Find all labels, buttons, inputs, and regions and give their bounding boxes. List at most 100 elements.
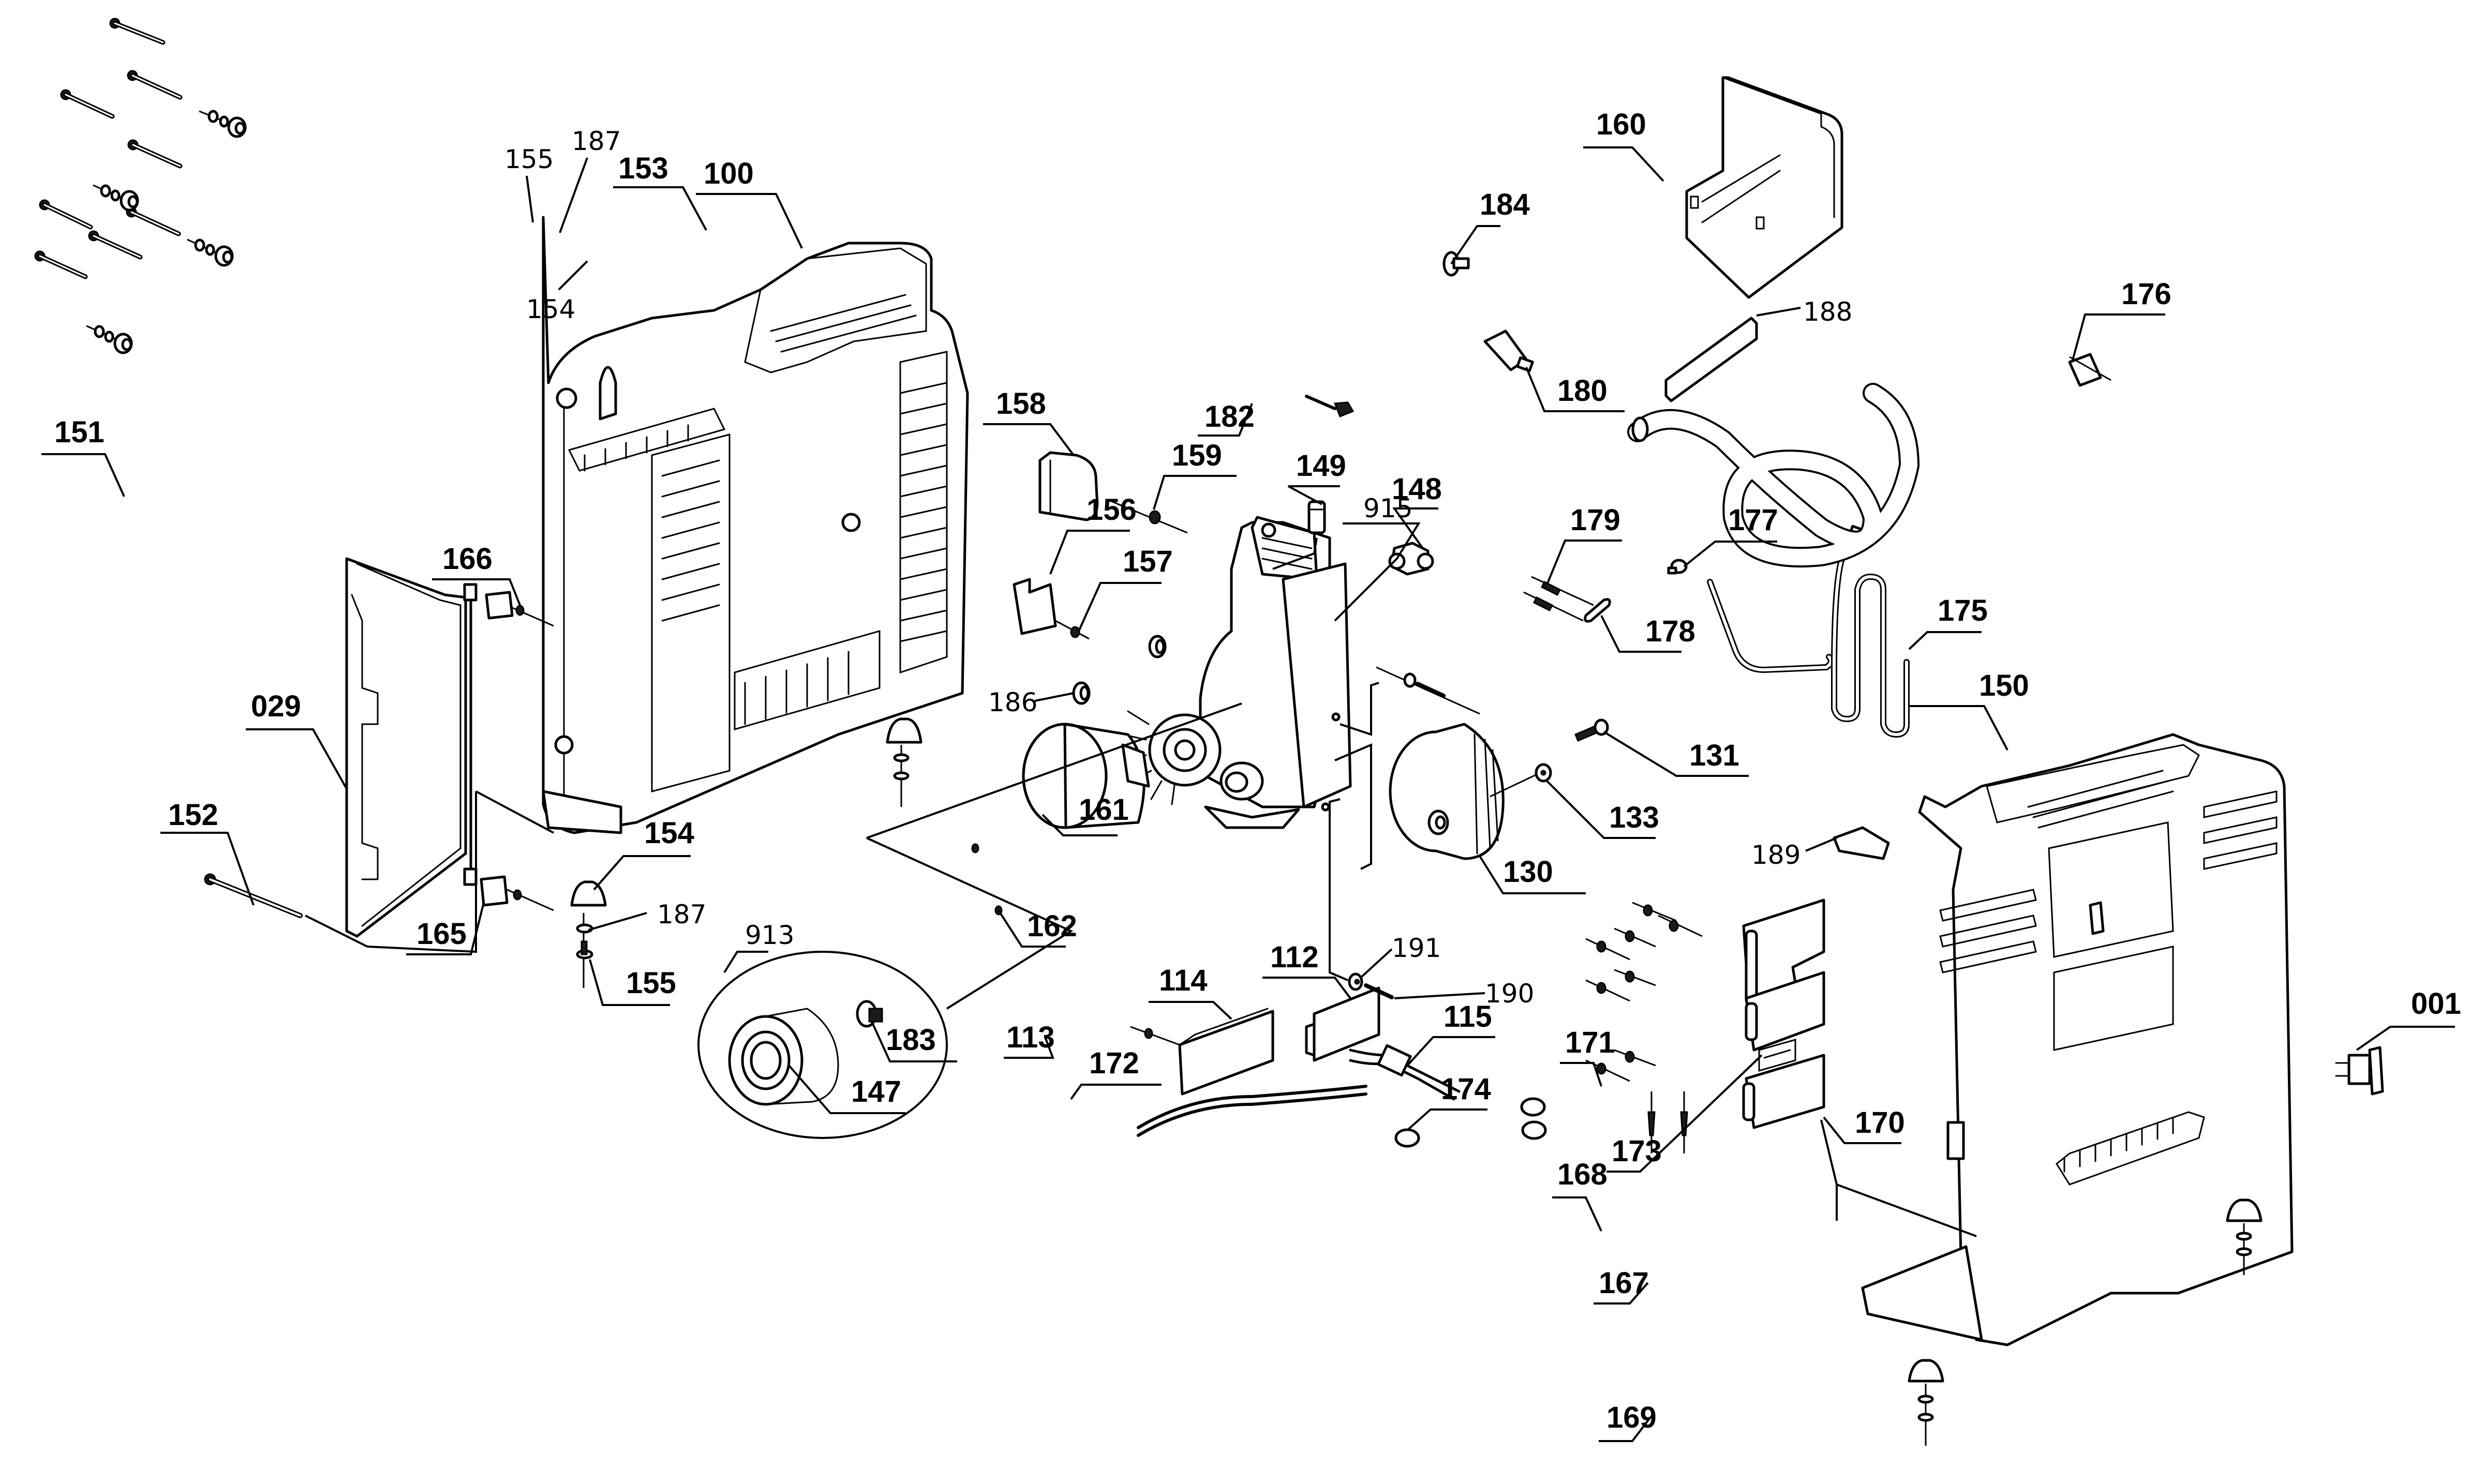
callout-131: 131 <box>1603 731 1749 777</box>
long-bolt <box>126 206 181 236</box>
foot-stack-top <box>199 110 247 138</box>
needle-adapter-182 <box>1305 395 1355 417</box>
callout-158: 158 <box>983 387 1075 456</box>
callout-133: 133 <box>1546 780 1659 839</box>
screws-179 <box>1523 576 1594 622</box>
label-112: 112 <box>1270 940 1319 974</box>
motor-assembly-915 <box>1122 516 1352 829</box>
callout-178: 178 <box>1600 614 1695 653</box>
callout-183: 183 <box>871 1021 957 1062</box>
callout-154-top: 154 <box>526 260 588 324</box>
screw-113 <box>1130 1026 1180 1046</box>
callout-150: 150 <box>1909 669 2029 751</box>
callout-177: 177 <box>1683 503 1778 567</box>
label-148: 148 <box>1392 472 1442 506</box>
label-913: 913 <box>745 920 794 950</box>
hinge-plate-170 <box>1745 971 1825 1052</box>
label-154-top: 154 <box>526 294 575 324</box>
label-153: 153 <box>618 152 668 185</box>
callout-100: 100 <box>696 157 803 249</box>
screw-131 <box>1574 718 1609 742</box>
callout-155-bottom: 155 <box>589 959 676 1006</box>
cover-plate-112 <box>1305 986 1380 1062</box>
label-152: 152 <box>168 798 218 832</box>
left-housing-100 <box>542 216 969 834</box>
callout-156: 156 <box>1049 493 1137 575</box>
callout-147: 147 <box>788 1065 905 1114</box>
callout-180: 180 <box>1525 367 1625 412</box>
hinge-plate-upper <box>1742 898 1825 1005</box>
grommet <box>1148 635 1167 658</box>
label-187-top: 187 <box>572 126 621 156</box>
label-151: 151 <box>54 415 105 449</box>
label-133: 133 <box>1609 801 1659 834</box>
label-189: 189 <box>1751 840 1800 870</box>
callout-913: 913 <box>723 920 794 973</box>
right-housing-150 <box>1861 733 2294 1346</box>
callout-157: 157 <box>1078 545 1173 632</box>
latch-166 <box>485 591 554 627</box>
label-029: 029 <box>251 689 301 723</box>
cable-172 <box>1137 1085 1367 1137</box>
callout-167: 167 <box>1594 1266 1649 1305</box>
callout-174: 174 <box>1406 1072 1491 1131</box>
callout-001: 001 <box>2356 987 2461 1051</box>
label-001: 001 <box>2411 987 2461 1021</box>
long-bolt <box>34 250 88 279</box>
callout-191: 191 <box>1360 933 1441 979</box>
foot-stack-center <box>886 717 922 807</box>
label-188: 188 <box>1803 297 1852 327</box>
label-158: 158 <box>996 387 1046 421</box>
label-157: 157 <box>1123 545 1173 578</box>
callout-114: 114 <box>1149 964 1232 1020</box>
label-172: 172 <box>1089 1046 1139 1080</box>
label-154-mid: 154 <box>644 816 694 850</box>
label-113: 113 <box>1006 1021 1055 1054</box>
callout-162: 162 <box>998 909 1077 948</box>
foot-stack-left <box>93 184 139 212</box>
hinged-door-029 <box>345 557 478 938</box>
callout-154-mid: 154 <box>593 816 694 891</box>
storage-compartment-160 <box>1685 76 1843 299</box>
rocker-switch-001 <box>2335 1046 2384 1096</box>
callout-151: 151 <box>41 415 125 497</box>
callout-189: 189 <box>1751 837 1837 870</box>
label-915: 915 <box>1363 493 1412 523</box>
label-169: 169 <box>1606 1401 1657 1434</box>
callout-159: 159 <box>1153 439 1237 510</box>
hose-clamp-177 <box>1667 559 1688 575</box>
label-180: 180 <box>1557 374 1608 408</box>
strap-178 <box>1584 598 1611 623</box>
label-162: 162 <box>1027 909 1077 943</box>
callout-130: 130 <box>1479 855 1586 894</box>
latch-165 <box>480 875 554 911</box>
label-131: 131 <box>1689 739 1739 772</box>
label-190: 190 <box>1485 979 1534 1009</box>
washer-133 <box>1490 763 1552 798</box>
label-165: 165 <box>416 917 467 951</box>
callout-169: 169 <box>1599 1401 1657 1442</box>
screw-157 <box>1055 620 1090 640</box>
label-184: 184 <box>1480 188 1530 221</box>
screws-169 <box>1647 1091 1688 1153</box>
terminal-caps-174 <box>1394 1097 1547 1148</box>
callout-176: 176 <box>2071 277 2171 363</box>
hinge-pin-152 <box>204 873 303 918</box>
callout-186: 186 <box>988 687 1074 717</box>
foot-stack-right-bottom <box>1908 1359 1944 1446</box>
assembly-lines <box>305 537 1977 1237</box>
label-174: 174 <box>1441 1072 1491 1106</box>
label-170: 170 <box>1855 1106 1905 1140</box>
callout-172: 172 <box>1070 1046 1162 1100</box>
label-183: 183 <box>886 1023 936 1057</box>
screw-159 <box>1112 501 1188 534</box>
label-175: 175 <box>1938 594 1988 627</box>
label-176: 176 <box>2121 277 2171 311</box>
wire-connector-115 <box>1349 1044 1461 1101</box>
callout-175: 175 <box>1908 594 1988 650</box>
foot-stack-bottom <box>570 880 607 988</box>
callout-170: 170 <box>1823 1106 1905 1144</box>
label-186: 186 <box>988 687 1037 717</box>
label-173: 173 <box>1612 1134 1662 1168</box>
callout-179: 179 <box>1546 503 1622 585</box>
